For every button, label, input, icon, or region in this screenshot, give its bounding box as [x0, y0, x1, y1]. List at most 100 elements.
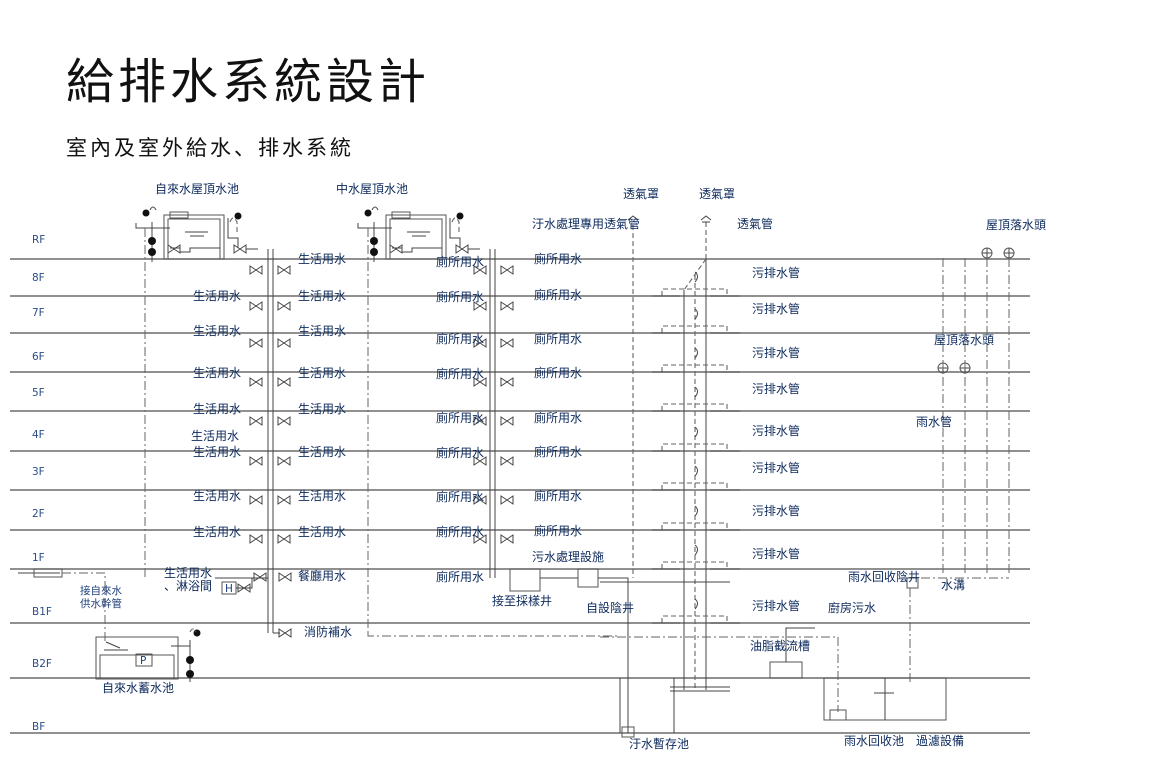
vent-offset	[683, 258, 707, 291]
trap-icon	[694, 544, 698, 556]
soil-pipe-label: 污排水管	[752, 265, 800, 280]
toilet-water-label-right: 廁所用水	[534, 523, 582, 538]
tank-valve-icon	[167, 244, 181, 254]
city-main-label: 供水幹管	[80, 597, 122, 610]
rain-manhole-box	[906, 577, 919, 589]
branch-vent	[661, 482, 728, 490]
basement-potable-tank	[99, 654, 175, 680]
own-manhole-label: 自設陰井	[586, 600, 634, 615]
toilet-water-label-right: 廁所用水	[534, 251, 582, 266]
floor-valve-icon	[500, 534, 514, 544]
float-valve-icon	[105, 641, 121, 649]
floor-valve-icon	[277, 456, 291, 466]
toilet-water-label-left: 廁所用水	[436, 254, 484, 269]
floor-label-rf: RF	[32, 234, 45, 246]
floor-valve-icon	[277, 338, 291, 348]
shower-water-label: 生活用水	[164, 566, 212, 580]
floor-valve-icon	[500, 416, 514, 426]
floor-valve-icon	[277, 301, 291, 311]
floor-valve-icon	[249, 416, 263, 426]
floor-valve-icon	[500, 456, 514, 466]
sampling-well-label: 接至採樣井	[492, 593, 552, 608]
floor-valve-icon	[473, 534, 487, 544]
filter-label: 過濾設備	[916, 733, 964, 748]
roof-drain-label-mid: 屋頂落水頭	[934, 333, 994, 347]
floor-label-4f: 4F	[32, 429, 45, 441]
toilet-water-label-left: 廁所用水	[436, 569, 484, 584]
pump-icon	[135, 653, 153, 667]
page-subtitle: 室內及室外給水、排水系統	[66, 136, 354, 160]
roof-drain-label-top: 屋頂落水頭	[986, 218, 1046, 232]
tank-valve-icon	[389, 244, 403, 254]
trap-icon	[694, 598, 698, 610]
water-heater-symbol: H	[225, 583, 233, 595]
roof-potable-tank	[163, 214, 225, 260]
floor-valve-icon	[500, 338, 514, 348]
branch-vent	[661, 288, 728, 296]
sewage-vent-label: 汙水處理專用透氣管	[532, 216, 640, 231]
shower-water-label: 、淋浴間	[164, 579, 212, 593]
branch-vent	[661, 325, 728, 333]
sewage-treatment-label: 污水處理設施	[532, 549, 604, 564]
roof-reclaimed-tank-label: 中水屋頂水池	[336, 181, 408, 196]
rain-pipe-label: 雨水管	[916, 414, 952, 429]
floor-valve-icon	[500, 495, 514, 505]
toilet-water-label-right: 廁所用水	[534, 410, 582, 425]
soil-pipe-label: 污排水管	[752, 381, 800, 396]
floor-label-3f: 3F	[32, 466, 45, 478]
floor-valve-icon	[277, 495, 291, 505]
branch-vent	[661, 443, 728, 451]
trap-icon	[694, 308, 698, 320]
float-switch-icon	[370, 248, 378, 256]
fire-makeup-valve-icon	[278, 628, 292, 638]
shower-valve-icon	[237, 583, 251, 593]
floor-valve-icon	[500, 265, 514, 275]
vent-cap-icon	[627, 215, 639, 221]
toilet-water-label-left: 廁所用水	[436, 331, 484, 346]
kitchen-waste-label: 廚房污水	[828, 600, 876, 615]
restaurant-valve-icon	[278, 572, 292, 582]
floor-valve-icon	[277, 534, 291, 544]
trap-icon	[694, 465, 698, 477]
floor-valve-icon	[473, 377, 487, 387]
toilet-water-label-left: 廁所用水	[436, 366, 484, 381]
roof-potable-tank	[167, 218, 221, 260]
vent-hook-icon	[451, 217, 460, 232]
roof-reclaimed-tank-hatch	[391, 211, 411, 219]
domestic-water-label-right: 生活用水	[298, 402, 346, 416]
grease-trap-box	[769, 661, 803, 679]
domestic-water-label-left: 生活用水	[193, 402, 241, 416]
float-switch-icon	[148, 237, 156, 245]
floor-label-b2f: B2F	[32, 658, 52, 670]
floor-label-7f: 7F	[32, 307, 45, 319]
toilet-water-label-left: 廁所用水	[436, 489, 484, 504]
branch-vent	[661, 403, 728, 411]
roof-reclaimed-tank	[389, 218, 443, 260]
roof-reclaimed-tank	[385, 214, 447, 260]
branch-vent	[661, 615, 728, 623]
toilet-water-label-right: 廁所用水	[534, 365, 582, 380]
toilet-water-label-right: 廁所用水	[534, 488, 582, 503]
roof-potable-tank-label: 自來水屋頂水池	[155, 182, 239, 196]
restaurant-valve-icon	[253, 572, 267, 582]
floor-valve-icon	[500, 301, 514, 311]
page-title: 給排水系統設計	[66, 54, 431, 110]
roof-potable-tank-hatch	[169, 211, 189, 219]
city-main-label: 接自來水	[80, 584, 122, 597]
soil-pipe-label: 污排水管	[752, 423, 800, 438]
vent-hook-icon	[149, 206, 157, 211]
domestic-water-label-right: 生活用水	[298, 489, 346, 503]
toilet-water-label-left: 廁所用水	[436, 410, 484, 425]
floor-valve-icon	[500, 377, 514, 387]
float-switch-icon	[364, 209, 372, 217]
domestic-water-label-left: 生活用水	[193, 489, 241, 503]
floor-label-1f: 1F	[32, 552, 45, 564]
branch-vent	[661, 522, 728, 530]
toilet-water-label-right: 廁所用水	[534, 331, 582, 346]
toilet-water-label-left: 廁所用水	[436, 524, 484, 539]
pump-icon	[621, 726, 635, 738]
ditch-label: 水溝	[941, 578, 965, 592]
floor-lines	[10, 258, 1030, 734]
rain-manhole-label: 雨水回收陰井	[848, 570, 920, 584]
